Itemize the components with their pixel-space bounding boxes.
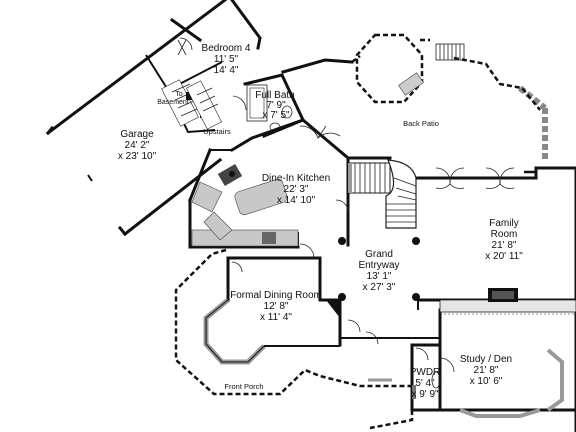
dining-dim2: x 11' 4" bbox=[260, 312, 292, 323]
family-room-window-wall bbox=[518, 85, 548, 160]
garage-wing-walls bbox=[45, 0, 354, 237]
full-bath-dim1: 7' 9" bbox=[266, 100, 286, 111]
sink-icon bbox=[229, 171, 235, 177]
study-dim2: x 10' 6" bbox=[470, 376, 503, 387]
study-dim1: 21' 8" bbox=[474, 365, 499, 376]
garage-dim1: 24' 2" bbox=[125, 140, 150, 151]
family-room-line2: Room bbox=[491, 229, 518, 240]
stair-handrail-block bbox=[186, 92, 193, 100]
patio-steps bbox=[435, 43, 465, 61]
back-patio-label: Back Patio bbox=[403, 119, 439, 128]
kitchen-dim1: 22' 3" bbox=[284, 184, 309, 195]
family-room-dim1: 21' 8" bbox=[492, 240, 517, 251]
bedroom4-dim2: 14' 4" bbox=[214, 65, 239, 76]
bedroom4-name: Bedroom 4 bbox=[202, 43, 251, 54]
to-basement-line1: To bbox=[175, 91, 183, 98]
entry-closet-doors[interactable] bbox=[326, 300, 379, 345]
full-bath-name: Full Bath bbox=[255, 90, 294, 101]
study-name: Study / Den bbox=[460, 354, 512, 365]
kitchen-patio-door[interactable] bbox=[299, 125, 341, 139]
grand-entry-dim1: 13' 1" bbox=[367, 271, 392, 282]
bedroom4-dim1: 11' 5" bbox=[214, 54, 239, 65]
entry-columns bbox=[338, 237, 420, 301]
family-room-line1: Family bbox=[489, 218, 518, 229]
grand-entry-dim2: x 27' 3" bbox=[363, 282, 396, 293]
kitchen-name: Dine-In Kitchen bbox=[262, 173, 330, 184]
garage-dim2: x 23' 10" bbox=[118, 151, 157, 162]
powder-dim1: 5' 4" bbox=[415, 378, 435, 389]
study-door[interactable] bbox=[439, 357, 455, 373]
dining-name: Formal Dining Room bbox=[230, 290, 322, 301]
back-patio-outline bbox=[351, 38, 541, 111]
front-porch-label: Front Porch bbox=[224, 382, 263, 391]
upstairs-label: Upstairs bbox=[203, 127, 231, 136]
front-porch-outline bbox=[174, 248, 414, 430]
powder-dim2: x 9' 9" bbox=[411, 389, 439, 400]
garage-door-marks bbox=[87, 174, 93, 182]
dining-bay-window bbox=[203, 298, 340, 365]
grand-entry-line2: Entryway bbox=[358, 260, 399, 271]
column bbox=[412, 293, 420, 301]
kitchen-counters bbox=[191, 163, 299, 247]
basement-stairs bbox=[161, 79, 222, 130]
wall-wedge bbox=[326, 300, 340, 318]
kitchen-dim2: x 14' 10" bbox=[277, 195, 316, 206]
dining-dim1: 12' 8" bbox=[264, 301, 289, 312]
dining-door[interactable] bbox=[231, 199, 349, 273]
powder-room-fixtures bbox=[412, 347, 441, 399]
column bbox=[338, 293, 346, 301]
kitchen-island bbox=[234, 178, 288, 216]
garage-name: Garage bbox=[120, 129, 154, 140]
powder-name: PWDR bbox=[410, 367, 441, 378]
to-basement-line2: Basement bbox=[157, 99, 189, 106]
room-labels: Bedroom 4 11' 5" 14' 4" Full Bath 7' 9" … bbox=[118, 43, 523, 400]
bedroom-door[interactable] bbox=[177, 37, 193, 56]
family-room-french-doors[interactable] bbox=[435, 167, 538, 189]
study-window bbox=[459, 348, 564, 418]
range-cooktop bbox=[262, 232, 276, 244]
column bbox=[338, 237, 346, 245]
family-room-dim2: x 20' 11" bbox=[485, 251, 523, 262]
stair-rail bbox=[348, 163, 352, 193]
fireplace-built-ins bbox=[439, 288, 576, 315]
column bbox=[412, 237, 420, 245]
main-staircase bbox=[348, 159, 417, 229]
grand-entry-line1: Grand bbox=[365, 249, 393, 260]
full-bath-dim2: x 7' 5" bbox=[262, 110, 290, 121]
gazebo bbox=[355, 33, 424, 104]
